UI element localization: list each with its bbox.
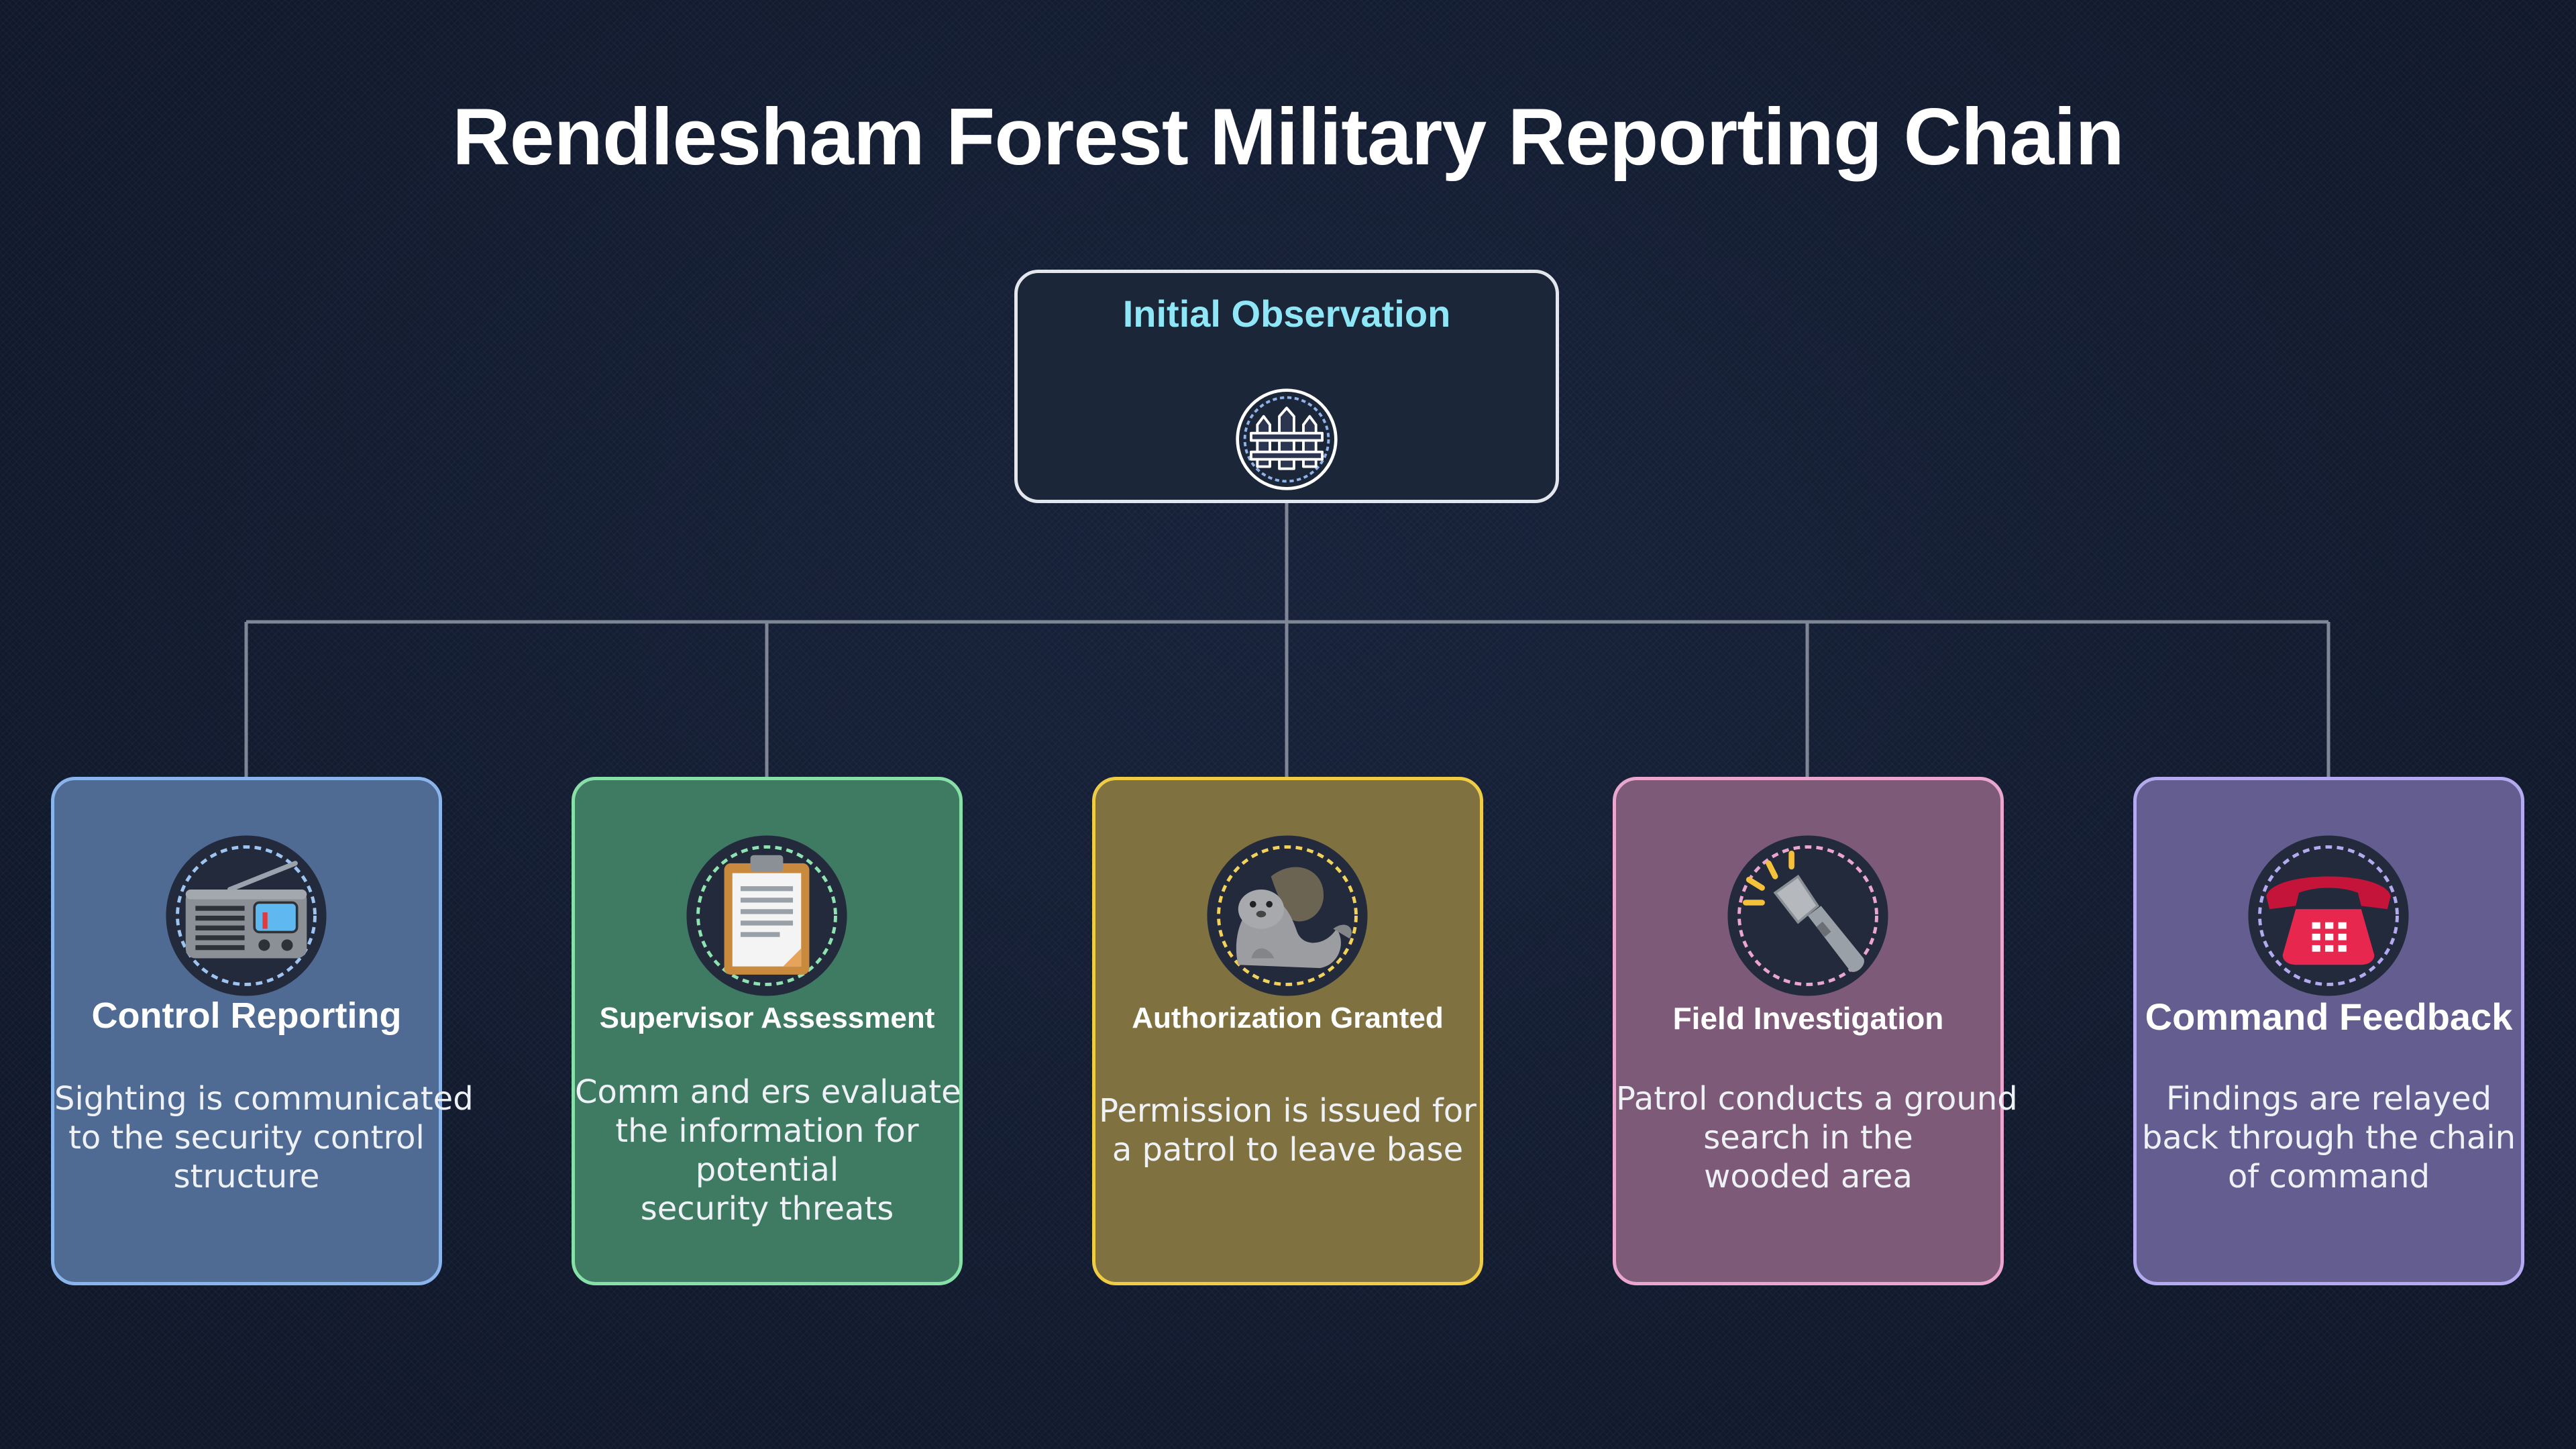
flashlight-icon <box>1727 835 1888 996</box>
step-description: Comm and ers evaluate the information fo… <box>575 1073 961 1228</box>
step-card-field-investigation[interactable]: Field Investigation Patrol conducts a gr… <box>1613 777 2018 1285</box>
fence-icon <box>1236 388 1338 490</box>
radio-icon <box>166 835 327 996</box>
root-node-label: Initial Observation <box>1122 292 1451 335</box>
clipboard-icon <box>686 835 847 996</box>
step-title: Control Reporting <box>91 996 402 1036</box>
seal-icon <box>1207 835 1368 996</box>
step-description: Sighting is communicated to the security… <box>54 1080 474 1195</box>
step-description: Findings are relayed back through the ch… <box>2141 1080 2516 1195</box>
step-title: Field Investigation <box>1672 1001 1944 1036</box>
step-card-control-reporting[interactable]: Control Reporting Sighting is communicat… <box>51 777 474 1285</box>
step-title: Authorization Granted <box>1132 1002 1444 1034</box>
step-card-supervisor-assessment[interactable]: Supervisor Assessment Comm and ers evalu… <box>572 777 963 1285</box>
telephone-icon <box>2248 835 2409 996</box>
step-title: Command Feedback <box>2145 996 2513 1038</box>
step-card-command-feedback[interactable]: Command Feedback Findings are relayed ba… <box>2133 777 2524 1285</box>
step-description: Patrol conducts a ground search in the w… <box>1616 1080 2018 1195</box>
step-card-authorization-granted[interactable]: Authorization Granted Permission is issu… <box>1092 777 1483 1285</box>
diagram-title: Rendlesham Forest Military Reporting Cha… <box>452 92 2125 182</box>
step-description: Permission is issued for a patrol to lea… <box>1099 1092 1477 1169</box>
step-title: Supervisor Assessment <box>599 1002 935 1034</box>
root-node-initial-observation[interactable]: Initial Observation <box>1014 270 1559 503</box>
